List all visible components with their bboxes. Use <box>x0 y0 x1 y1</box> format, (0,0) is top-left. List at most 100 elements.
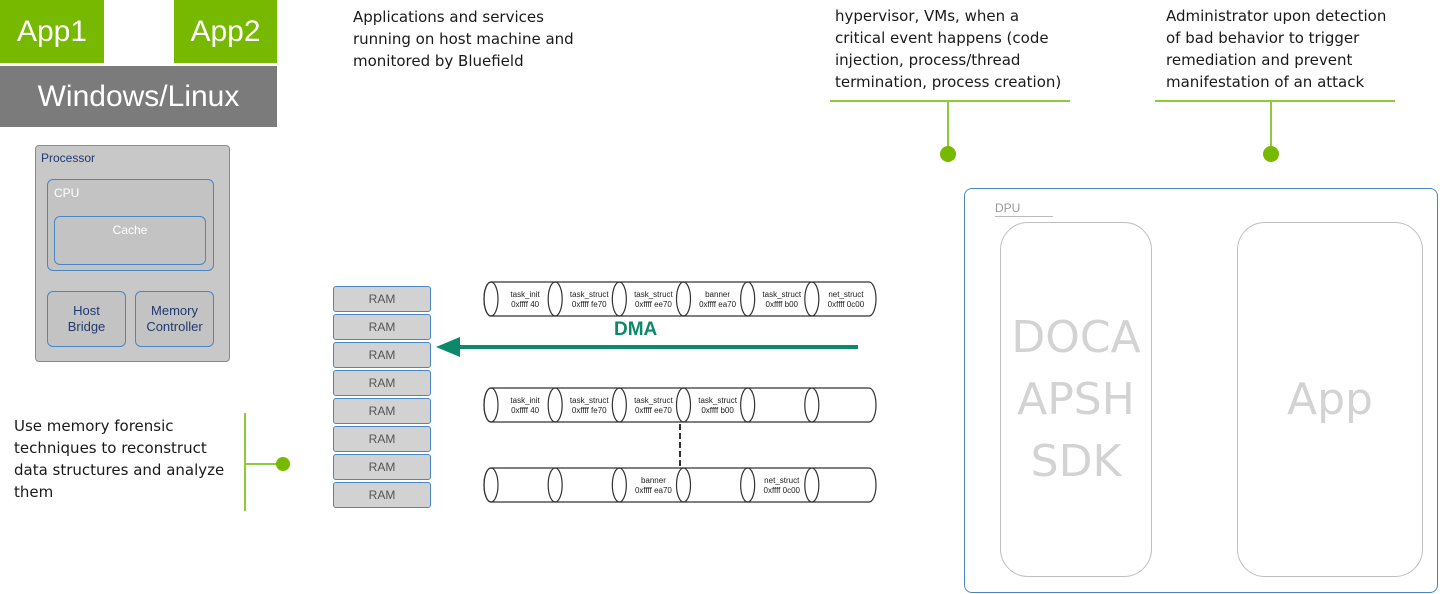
dpu-title-rule <box>995 216 1053 217</box>
hypervisor-note-line: injection, process/thread <box>835 51 1021 69</box>
host-caption-line: Applications and services <box>353 8 544 26</box>
forensic-bracket <box>244 413 246 511</box>
ram-cell: RAM <box>333 426 431 452</box>
row-link-dashed <box>679 424 681 466</box>
dma-arrow <box>436 337 858 357</box>
struct-name-label: task_struct <box>762 290 801 299</box>
hypervisor-dot <box>940 146 956 162</box>
dpu-app-label: App <box>1287 373 1373 425</box>
struct-address-label: 0xffff 0c00 <box>828 300 865 309</box>
struct-address-label: 0xffff b00 <box>701 406 734 415</box>
struct-name-label: banner <box>641 476 666 485</box>
cpu-block: CPU Cache <box>47 179 214 271</box>
struct-name-label: task_struct <box>570 290 609 299</box>
struct-name-label: task_struct <box>634 290 673 299</box>
cpu-label: CPU <box>54 186 80 200</box>
cylinder-divider <box>675 281 692 317</box>
forensic-note: Use memory forensic techniques to recons… <box>14 415 244 503</box>
doca-sdk-line: APSH <box>1017 373 1135 425</box>
host-caption: Applications and services running on hos… <box>353 6 623 72</box>
cylinder-divider <box>483 387 499 423</box>
struct-address-label: 0xffff fe70 <box>572 406 607 415</box>
app2-label: App2 <box>190 14 261 48</box>
hypervisor-note-line: termination, process creation) <box>835 73 1062 91</box>
administrator-underline <box>1155 100 1395 102</box>
administrator-note-line: manifestation of an attack <box>1166 73 1365 91</box>
host-bridge-line: Host <box>73 303 100 318</box>
processor-title: Processor <box>41 151 96 165</box>
cylinder-divider <box>740 467 756 503</box>
struct-name-label: net_struct <box>764 476 800 485</box>
hypervisor-connector <box>947 100 949 150</box>
administrator-note-line: Administrator upon detection <box>1166 7 1387 25</box>
dpu-app-box: App <box>1237 222 1423 577</box>
cylinder-divider <box>675 467 692 503</box>
struct-address-label: 0xffff 40 <box>511 406 540 415</box>
cylinder-divider <box>483 467 499 503</box>
memory-controller-line: Controller <box>146 319 203 334</box>
app1-label: App1 <box>16 14 88 48</box>
administrator-connector <box>1270 100 1272 150</box>
forensic-connector <box>244 463 282 465</box>
doca-apsh-sdk-box: DOCA APSH SDK <box>1000 222 1152 577</box>
dma-label: DMA <box>614 319 658 340</box>
doca-sdk-line: SDK <box>1030 435 1122 487</box>
cylinder-divider <box>483 281 499 317</box>
doca-sdk-line: DOCA <box>1011 311 1141 363</box>
hypervisor-note-line: hypervisor, VMs, when a <box>835 7 1020 25</box>
struct-name-label: task_struct <box>634 396 673 405</box>
cylinder-divider <box>804 387 820 423</box>
os-bar: Windows/Linux <box>0 66 277 127</box>
hypervisor-note: hypervisor, VMs, when a critical event h… <box>835 5 1095 93</box>
host-bridge-block: Host Bridge <box>47 291 126 347</box>
administrator-note-line: of bad behavior to trigger <box>1166 29 1360 47</box>
cache-label: Cache <box>112 223 148 237</box>
struct-name-label: task_struct <box>698 396 737 405</box>
struct-name-label: task_init <box>510 396 540 405</box>
hypervisor-underline <box>830 100 1070 102</box>
administrator-dot <box>1263 146 1279 162</box>
hypervisor-note-line: critical event happens (code <box>835 29 1049 47</box>
cylinder-divider <box>611 281 627 317</box>
ram-cell: RAM <box>333 314 431 340</box>
administrator-note: Administrator upon detection of bad beha… <box>1166 5 1426 93</box>
cylinder-divider <box>611 467 627 503</box>
ram-cell: RAM <box>333 398 431 424</box>
memory-controller-line: Memory <box>151 303 198 318</box>
cylinder-divider <box>804 467 820 503</box>
struct-address-label: 0xffff ea70 <box>699 300 736 309</box>
dma-arrow-head <box>436 337 460 357</box>
forensic-note-line: data structures and analyze <box>14 461 225 479</box>
os-label: Windows/Linux <box>37 79 240 113</box>
ram-cell: RAM <box>333 482 431 508</box>
dpu-frame: DPU DOCA APSH SDK App <box>964 188 1438 593</box>
cylinder-divider <box>740 387 756 423</box>
cache-block: Cache <box>54 216 206 265</box>
forensic-note-line: techniques to reconstruct <box>14 439 207 457</box>
forensic-note-line: them <box>14 483 54 501</box>
ram-cell: RAM <box>333 342 431 368</box>
cylinder-divider <box>611 387 627 423</box>
struct-name-label: banner <box>705 290 730 299</box>
cylinder-divider <box>547 281 563 317</box>
host-caption-line: monitored by Bluefield <box>353 52 524 70</box>
app1-box: App1 <box>0 0 104 63</box>
struct-name-label: net_struct <box>828 290 864 299</box>
host-caption-line: running on host machine and <box>353 30 574 48</box>
struct-address-label: 0xffff b00 <box>766 300 799 309</box>
cylinder-divider <box>740 281 756 317</box>
ram-cell: RAM <box>333 454 431 480</box>
app2-box: App2 <box>174 0 277 63</box>
dpu-title: DPU <box>995 201 1021 215</box>
cylinder-divider <box>675 387 692 423</box>
cylinder-divider <box>804 281 820 317</box>
ram-cell: RAM <box>333 370 431 396</box>
ram-cell: RAM <box>333 286 431 312</box>
memory-controller-block: Memory Controller <box>135 291 214 347</box>
forensic-dot <box>276 457 290 471</box>
struct-address-label: 0xffff 0c00 <box>764 486 801 495</box>
ram-stack: RAM RAM RAM RAM RAM RAM RAM RAM <box>333 286 433 508</box>
